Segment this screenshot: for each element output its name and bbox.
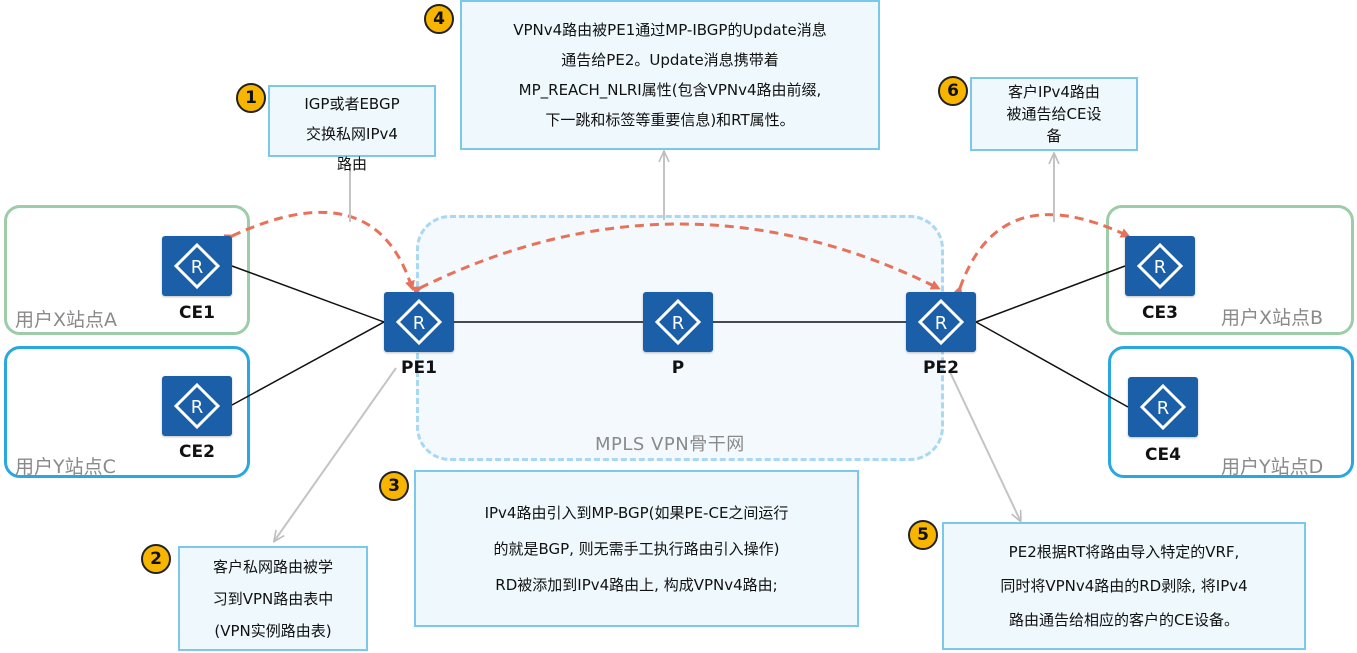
step-note-line: 习到VPN路由表中	[212, 589, 334, 608]
step-note-line: 通告给PE2。Update消息携带着	[561, 51, 779, 69]
router-icon: R	[917, 298, 965, 346]
device-label-ce2: CE2	[179, 442, 215, 462]
route-arrow-pe2-ce3	[952, 213, 1131, 297]
device-label-pe2: PE2	[923, 358, 959, 378]
step-note-5: PE2根据RT将路由导入特定的VRF, 同时将VPNv4路由的RD剥除, 将IP…	[942, 522, 1306, 650]
router-icon: R	[395, 298, 443, 346]
step-note-line: 交换私网IPv4	[306, 125, 398, 143]
pointer-step2	[275, 367, 397, 540]
badge-icon: 5	[908, 520, 938, 550]
backbone-label: MPLS VPN骨干网	[595, 434, 745, 455]
device-label-pe1: PE1	[401, 358, 437, 378]
step-note-line: 路由通告给相应的客户的CE设备。	[1009, 611, 1239, 629]
step-note-line: 下一跳和标签等重要信息)和RT属性。	[545, 111, 795, 129]
svg-text:R: R	[191, 257, 204, 278]
step-note-4: VPNv4路由被PE1通过MP-IBGP的Update消息 通告给PE2。Upd…	[460, 0, 880, 150]
link-pe2-ce3	[975, 265, 1126, 323]
badge-icon: 1	[236, 83, 266, 113]
svg-text:R: R	[1154, 257, 1167, 278]
step-note-3: IPv4路由引入到MP-BGP(如果PE-CE之间运行 的就是BGP, 则无需手…	[414, 470, 859, 627]
router-ce1: R	[162, 236, 232, 296]
router-icon: R	[1139, 383, 1187, 431]
step-note-line: 备	[1046, 127, 1062, 145]
step-note-line: 路由	[336, 155, 367, 173]
site-label: 用户X站点B	[1221, 307, 1324, 329]
link-ce1-pe1	[231, 265, 385, 323]
router-ce2: R	[162, 376, 232, 436]
device-label-ce3: CE3	[1142, 303, 1178, 323]
router-ce3: R	[1125, 236, 1195, 296]
badge-icon: 6	[938, 76, 968, 106]
step-note-line: RD被添加到IPv4路由上, 构成VPNv4路由;	[495, 575, 778, 594]
router-icon: R	[654, 298, 702, 346]
badge-icon: 3	[379, 471, 409, 501]
badge-icon: 2	[141, 544, 171, 574]
router-icon: R	[173, 382, 221, 430]
step-note-line: 客户IPv4路由	[1008, 83, 1100, 101]
device-label-p: P	[671, 358, 685, 378]
step-note-line: 同时将VPNv4路由的RD剥除, 将IPv4	[1000, 577, 1248, 595]
router-p: R	[643, 292, 713, 352]
route-arrow-pe1-pe2	[411, 222, 941, 296]
svg-text:R: R	[935, 313, 948, 334]
site-label: 用户X站点A	[15, 309, 118, 331]
step-note-line: 的就是BGP, 则无需手工执行路由引入操作)	[493, 539, 780, 558]
svg-text:R: R	[672, 313, 685, 334]
step-note-line: IGP或者EBGP	[304, 95, 400, 113]
step-note-line: (VPN实例路由表)	[214, 621, 332, 640]
svg-text:R: R	[191, 397, 204, 418]
router-ce4: R	[1128, 377, 1198, 437]
pointer-step5	[949, 371, 1020, 520]
step-note-line: VPNv4路由被PE1通过MP-IBGP的Update消息	[513, 21, 827, 39]
device-label-ce4: CE4	[1145, 445, 1181, 465]
svg-text:R: R	[413, 313, 426, 334]
step-note-line: MP_REACH_NLRI属性(包含VPNv4路由前缀,	[518, 81, 822, 99]
site-label: 用户Y站点D	[1221, 456, 1324, 478]
step-note-2: 客户私网路由被学 习到VPN路由表中 (VPN实例路由表)	[178, 546, 368, 651]
step-note-line: IPv4路由引入到MP-BGP(如果PE-CE之间运行	[484, 503, 789, 522]
router-pe2: R	[906, 292, 976, 352]
step-note-6: 客户IPv4路由 被通告给CE设 备	[970, 77, 1138, 151]
route-arrow-ce1-pe1	[223, 210, 415, 291]
step-note-line: 被通告给CE设	[1006, 105, 1102, 123]
site-label: 用户Y站点C	[15, 456, 116, 478]
link-pe2-ce4	[975, 321, 1129, 408]
svg-text:R: R	[1157, 398, 1170, 419]
step-note-line: 客户私网路由被学	[212, 557, 333, 576]
router-pe1: R	[384, 292, 454, 352]
router-icon: R	[173, 242, 221, 290]
badge-icon: 4	[424, 4, 454, 34]
router-icon: R	[1136, 242, 1184, 290]
site-y-d-box: 用户Y站点D	[1108, 346, 1354, 478]
link-ce2-pe1	[231, 321, 385, 406]
device-label-ce1: CE1	[179, 303, 215, 323]
step-note-1: IGP或者EBGP 交换私网IPv4 路由	[268, 85, 436, 173]
step-note-line: PE2根据RT将路由导入特定的VRF,	[1008, 543, 1240, 561]
